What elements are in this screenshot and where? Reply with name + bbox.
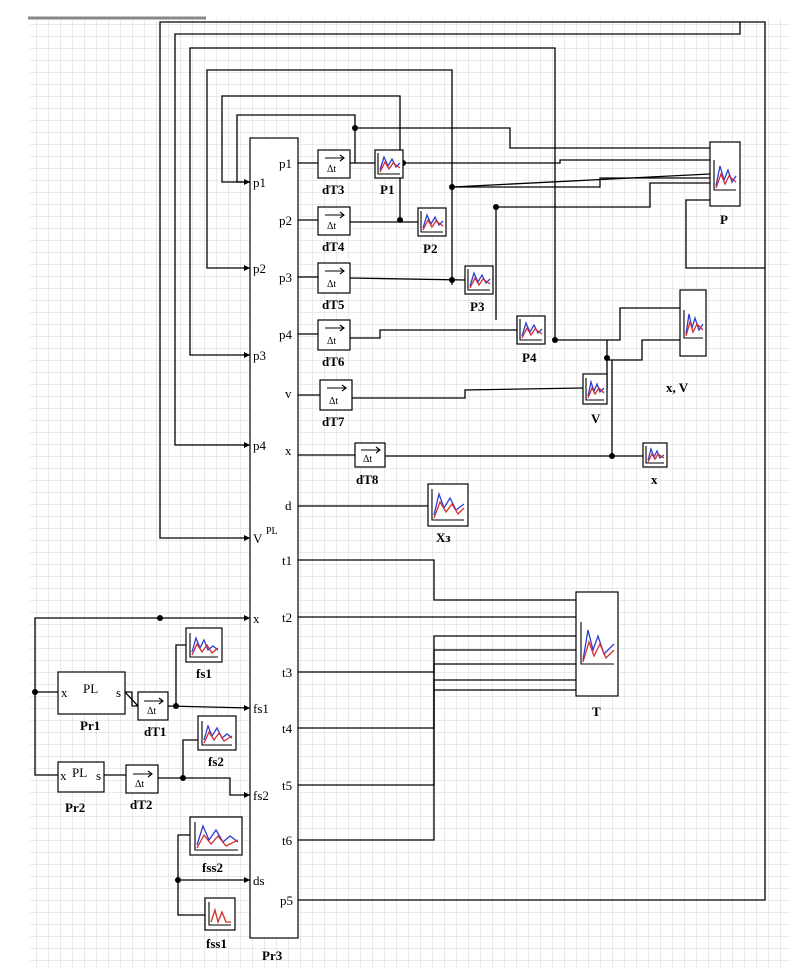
dT4-label: dT4 [322,239,345,254]
pr3-output-t4: t4 [282,721,293,736]
delay-dT1[interactable]: Δt dT1 [137,691,169,739]
pr2-out: s [96,768,101,783]
pr3-input-v: V [253,531,263,546]
pr3-output-t2: t2 [282,610,292,625]
pr1-label: Pr1 [80,718,100,733]
pr1-inner: PL [83,681,98,696]
delay-dT7[interactable]: Δt dT7 [319,379,353,429]
pr3-input-ds: ds [253,873,265,888]
dT3-label: dT3 [322,182,345,197]
x-scope-label: x [651,472,658,487]
pr3-output-x: x [285,443,292,458]
delay-dT4[interactable]: Δt dT4 [317,206,351,254]
P1-label: P1 [380,182,394,197]
scope-fs2[interactable]: fs2 [197,715,237,769]
xV-label: x, V [666,380,689,395]
scope-V[interactable]: V [582,373,608,426]
pr3-output-p3: p3 [279,270,292,285]
pr1-in: x [61,685,68,700]
scope-X3[interactable]: Xз [427,483,469,545]
pr3-output-p2: p2 [279,213,292,228]
scope-P1[interactable]: P1 [374,149,404,197]
pr3-output-v: v [285,386,292,401]
pr3-output-d: d [285,498,292,513]
fs1-label: fs1 [196,666,212,681]
delay-dT3[interactable]: Δt dT3 [317,149,351,197]
dT8-label: dT8 [356,472,379,487]
fss1-label: fss1 [206,936,227,951]
block-pr3[interactable]: Pr3 PL p1 p2 p3 p4 V x fs1 fs2 ds p1 p2 … [249,137,299,963]
pr2-inner: PL [72,765,87,780]
pr3-output-p5: p5 [280,893,293,908]
pr3-tag: PL [266,526,278,537]
pr3-output-t6: t6 [282,833,293,848]
pr3-output-t3: t3 [282,665,292,680]
dT6-label: dT6 [322,354,345,369]
P3-label: P3 [470,299,485,314]
delay-dT2[interactable]: Δt dT2 [125,764,159,812]
delay-symbol: Δt [327,164,336,175]
dT2-label: dT2 [130,797,152,812]
pr3-output-p4: p4 [279,327,293,342]
P4-label: P4 [522,350,537,365]
fs2-label: fs2 [208,754,224,769]
delay-symbol: Δt [327,221,336,232]
block-pr2[interactable]: x PL s Pr2 [57,761,105,815]
delay-dT8[interactable]: Δt dT8 [354,442,386,487]
dT7-label: dT7 [322,414,345,429]
scope-T[interactable]: T [575,591,619,719]
V-label: V [591,411,601,426]
delay-dT6[interactable]: Δt dT6 [317,319,351,369]
pr1-out: s [116,685,121,700]
dT5-label: dT5 [322,297,345,312]
pr3-input-p4: p4 [253,438,267,453]
delay-symbol: Δt [327,279,336,290]
pr3-input-p2: p2 [253,261,266,276]
P2-label: P2 [423,241,437,256]
scope-P4[interactable]: P4 [516,315,546,365]
P-label: P [720,212,728,227]
X3-label: Xз [436,530,451,545]
delay-symbol: Δt [147,706,156,717]
scope-P3[interactable]: P3 [464,265,494,314]
pr2-label: Pr2 [65,800,85,815]
pr3-output-p1: p1 [279,156,292,171]
scope-P[interactable]: P [709,141,741,227]
pr3-input-fs1: fs1 [253,701,269,716]
scope-fss1[interactable]: fss1 [204,897,236,951]
delay-symbol: Δt [329,396,338,407]
scope-x[interactable]: x [642,442,668,487]
scope-xV[interactable]: x, V [666,289,707,395]
pr3-output-t5: t5 [282,778,292,793]
fss2-label: fss2 [202,860,223,875]
scope-fss2[interactable]: fss2 [189,816,243,875]
T-label: T [592,704,601,719]
delay-symbol: Δt [135,779,144,790]
scope-fs1[interactable]: fs1 [185,627,223,681]
delay-symbol: Δt [327,336,336,347]
pr3-input-p1: p1 [253,175,266,190]
scope-P2[interactable]: P2 [417,207,447,256]
pr3-label: Pr3 [262,948,283,963]
pr3-input-x: x [253,611,260,626]
delay-dT5[interactable]: Δt dT5 [317,262,351,312]
pr3-input-p3: p3 [253,348,266,363]
block-pr1[interactable]: x PL s Pr1 [57,671,126,733]
pr2-in: x [60,768,67,783]
dT1-label: dT1 [144,724,166,739]
delay-symbol: Δt [363,454,372,465]
pr3-output-t1: t1 [282,553,292,568]
wires [34,21,766,916]
input-arrows [244,179,250,883]
pr3-input-fs2: fs2 [253,788,269,803]
